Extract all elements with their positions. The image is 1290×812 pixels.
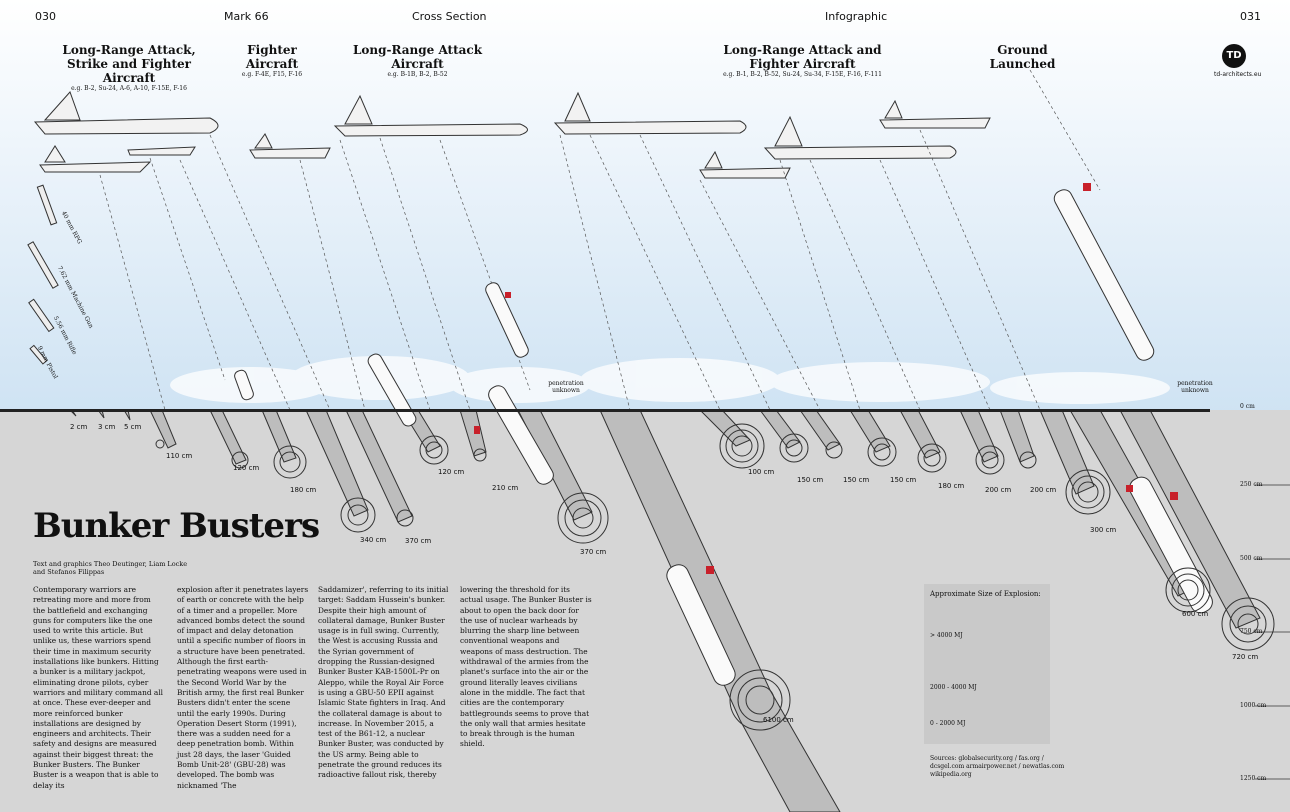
aircraft-b52-2: [553, 91, 747, 135]
aircraft-b52-1: [33, 91, 219, 135]
depth-label: 180 cm: [290, 486, 317, 494]
td-logo: TD: [1222, 44, 1246, 68]
brand-site: td-architects.eu: [1214, 71, 1262, 78]
sources: Sources: globalsecurity.org / fas.org / …: [930, 755, 1065, 778]
aircraft-fighter-3: [249, 133, 331, 159]
category-strike-aircraft: Long-Range Attack, Strike and Fighter Ai…: [62, 43, 196, 92]
legend-row: 0 - 2000 MJ: [930, 720, 966, 727]
depth-label: 150 cm: [890, 476, 917, 484]
depth-label: 180 cm: [938, 482, 965, 490]
legend-title: Approximate Size of Explosion:: [930, 590, 1041, 598]
depth-label: 3 cm: [98, 423, 116, 431]
aircraft-fighter-5: [879, 99, 991, 129]
depth-label: 120 cm: [233, 464, 260, 472]
legend-row: 2000 - 4000 MJ: [930, 684, 977, 691]
depth-scale-label: 0 cm: [1240, 403, 1255, 410]
depth-label: 200 cm: [985, 486, 1012, 494]
depth-label: 100 cm: [748, 468, 775, 476]
aircraft-fighter-1: [39, 145, 152, 173]
depth-scale-label: 250 cm: [1240, 481, 1263, 488]
penetration-unknown-label: penetration unknown: [548, 380, 584, 394]
body-column-3: Saddamizer', referring to its initial ta…: [318, 585, 449, 780]
article-title: Bunker Busters: [33, 506, 320, 546]
article-type: Infographic: [825, 10, 888, 23]
depth-scale-label: 500 cm: [1240, 555, 1263, 562]
ground-line: [0, 409, 1210, 412]
body-column-2: explosion after it penetrates layers of …: [177, 585, 309, 790]
depth-label: 210 cm: [492, 484, 519, 492]
depth-label: 370 cm: [580, 548, 607, 556]
depth-label: 720 cm: [1232, 653, 1259, 661]
aircraft-fighter-4: [699, 150, 791, 179]
explosion-size-legend: Approximate Size of Explosion: > 4000 MJ…: [924, 584, 1050, 744]
depth-label: 2 cm: [70, 423, 88, 431]
depth-label: 600 cm: [1182, 610, 1209, 618]
aircraft-b52-3: [763, 115, 957, 160]
depth-label: 370 cm: [405, 537, 432, 545]
depth-label: 200 cm: [1030, 486, 1057, 494]
depth-label: 120 cm: [438, 468, 465, 476]
depth-label: 150 cm: [843, 476, 870, 484]
depth-label: 340 cm: [360, 536, 387, 544]
category-ground-launched: Ground Launched: [989, 43, 1056, 71]
aircraft-b1-1: [333, 94, 528, 137]
aircraft-fighter-2: [127, 146, 196, 156]
depth-label: 300 cm: [1090, 526, 1117, 534]
depth-scale-label: 1000 cm: [1240, 702, 1267, 709]
depth-label: 6100 cm: [763, 716, 794, 724]
page-number-left: 030: [35, 10, 56, 23]
depth-scale-label: 1250 cm: [1240, 775, 1267, 782]
section-name: Cross Section: [412, 10, 487, 23]
depth-label: 150 cm: [797, 476, 824, 484]
depth-scale-label: 750 cm: [1240, 628, 1263, 635]
penetration-unknown-label: penetration unknown: [1177, 380, 1213, 394]
depth-label: 110 cm: [166, 452, 193, 460]
legend-row: > 4000 MJ: [930, 632, 963, 639]
page-number-right: 031: [1240, 10, 1261, 23]
body-column-1: Contemporary warriors are retreating mor…: [33, 585, 164, 790]
magazine-name: Mark 66: [224, 10, 269, 23]
body-column-4: lowering the threshold for its actual us…: [460, 585, 592, 749]
article-credits: Text and graphics Theo Deutinger, Liam L…: [33, 560, 188, 576]
depth-label: 5 cm: [124, 423, 142, 431]
